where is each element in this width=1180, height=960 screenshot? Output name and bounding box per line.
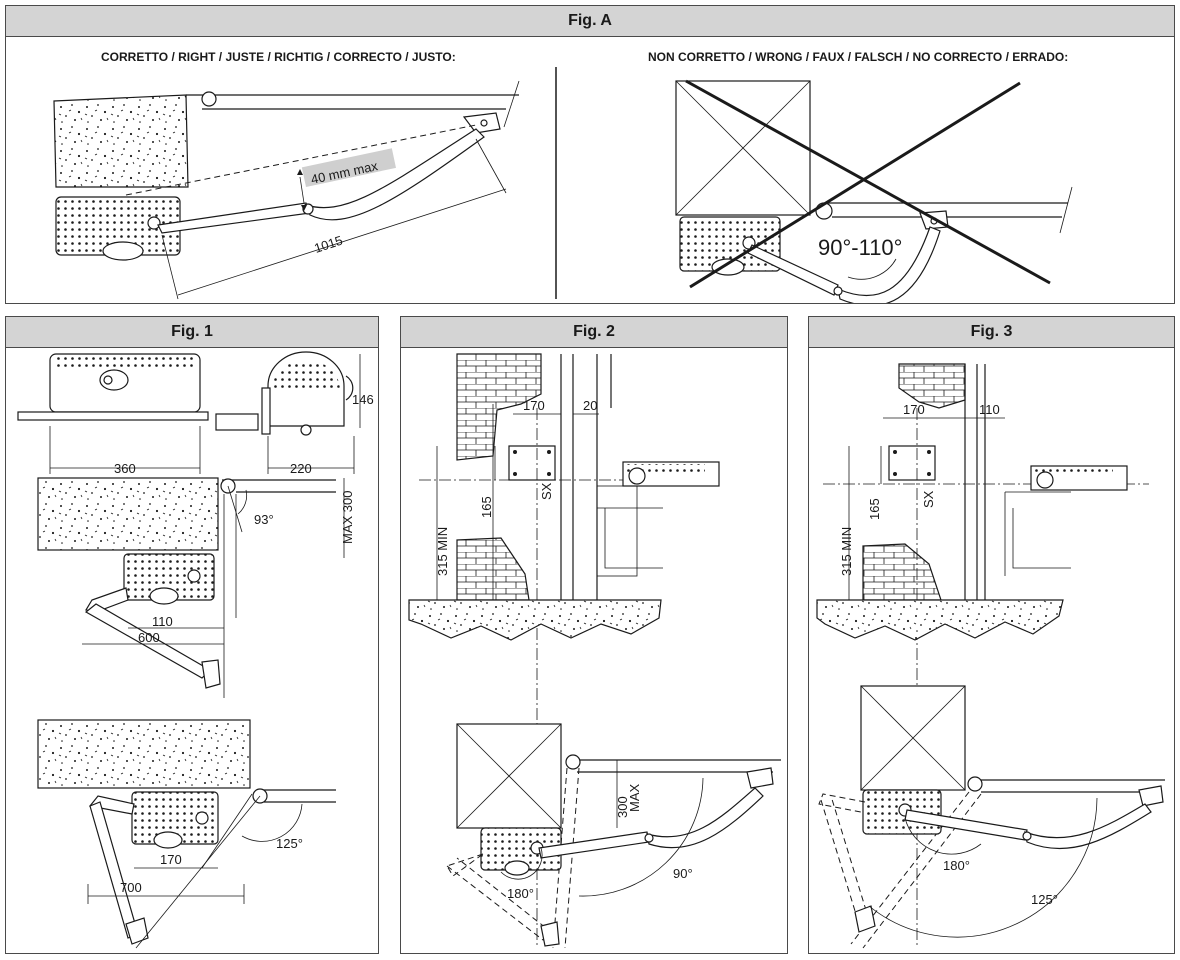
fig-2-drawing: 170 20 165 315 MIN SX 30 <box>408 353 781 949</box>
fig-a-panel: Fig. A CORRETTO / RIGHT / JUSTE / RICHTI… <box>5 5 1175 304</box>
sx-label: SX <box>539 482 554 500</box>
gate-hinge <box>201 91 217 107</box>
fig-2-panel: Fig. 2 170 20 165 315 MIN SX <box>400 316 788 954</box>
ground <box>408 599 662 641</box>
fig-1-panel: Fig. 1 360 220 146 93° MAX 300 <box>5 316 379 954</box>
pillar-top-2 <box>37 719 251 789</box>
hinge-plan <box>967 776 983 792</box>
dim-315: 315 MIN <box>435 527 450 576</box>
dim-width: 360 <box>114 461 136 476</box>
arm-plan-curved <box>646 787 764 849</box>
dim-165: 165 <box>867 498 882 520</box>
drive-shaft <box>147 216 161 230</box>
mounting-plate <box>17 411 209 421</box>
sx-label: SX <box>921 490 936 508</box>
angle-90: 90° <box>673 866 693 881</box>
max-label: MAX <box>627 784 642 813</box>
cross-out-line-1 <box>685 79 1051 285</box>
arm-plan-curved <box>1024 803 1152 850</box>
hinge-plan <box>565 754 581 770</box>
angle-a: 93° <box>254 512 274 527</box>
angle-180-arc <box>904 817 982 855</box>
pillar <box>53 94 189 188</box>
angle-180: 180° <box>507 886 534 901</box>
angle-180: 180° <box>943 858 970 873</box>
dim-170: 170 <box>160 852 182 867</box>
gate-open-edge-2 <box>564 767 580 949</box>
angle-180-arc <box>500 847 543 880</box>
arm-2-long <box>89 801 139 939</box>
bracket-pin <box>480 119 488 127</box>
arm-length-dim-line <box>177 188 507 296</box>
dim-165: 165 <box>479 496 494 518</box>
fig-3-drawing: 170 110 165 315 MIN SX 180° <box>816 363 1165 949</box>
fig-1-drawing: 360 220 146 93° MAX 300 110 600 <box>17 351 374 949</box>
fig-2-title: Fig. 2 <box>401 317 787 348</box>
fig-1-title: Fig. 1 <box>6 317 378 348</box>
release-key <box>102 241 144 261</box>
dim-700: 700 <box>120 880 142 895</box>
wrong-angle: 90°-110° <box>818 235 902 260</box>
arm-plan-open <box>446 857 552 941</box>
ground <box>816 599 1064 641</box>
dim-110: 110 <box>979 402 1000 417</box>
angle-125: 125° <box>1031 892 1058 907</box>
wrong-curved-arm <box>837 226 941 303</box>
wrong-caption: NON CORRETTO / WRONG / FAUX / FALSCH / N… <box>648 50 1068 64</box>
gate-break-line <box>503 80 520 128</box>
cross-out-line-2 <box>689 81 1021 289</box>
straight-arm <box>157 202 311 234</box>
offset-dim-line <box>299 176 305 204</box>
dim-300: 300 <box>615 796 630 818</box>
angle-125-arc <box>868 797 1098 938</box>
angle-90-arc <box>578 777 704 897</box>
fig-a-title: Fig. A <box>6 6 1174 37</box>
dim-315: 315 MIN <box>839 527 854 576</box>
dim-110: 110 <box>152 614 173 629</box>
fig-3-panel: Fig. 3 170 110 165 315 MIN SX <box>808 316 1175 954</box>
right-caption: CORRETTO / RIGHT / JUSTE / RICHTIG / COR… <box>101 50 456 64</box>
offset-dim-highlight <box>301 148 396 187</box>
wrong-angle-arc <box>847 258 897 280</box>
angle-b: 125° <box>276 836 303 851</box>
wall-lower <box>862 543 942 601</box>
pillar-top-1 <box>37 477 219 551</box>
dim-170: 170 <box>903 402 925 417</box>
curved-arm <box>304 128 485 221</box>
dim-20: 20 <box>583 398 597 413</box>
dim-170: 170 <box>523 398 545 413</box>
dim-600: 600 <box>138 630 160 645</box>
dim-depth: 220 <box>290 461 312 476</box>
arm-plan-open <box>820 795 870 925</box>
arm-length-dim: 1015 <box>312 233 344 256</box>
dim-height: 146 <box>352 392 374 407</box>
dim-max-300: MAX 300 <box>340 491 355 544</box>
fig-a-drawing: CORRETTO / RIGHT / JUSTE / RICHTIG / COR… <box>53 50 1073 303</box>
fig-3-title: Fig. 3 <box>809 317 1174 348</box>
wall-upper <box>456 353 542 461</box>
